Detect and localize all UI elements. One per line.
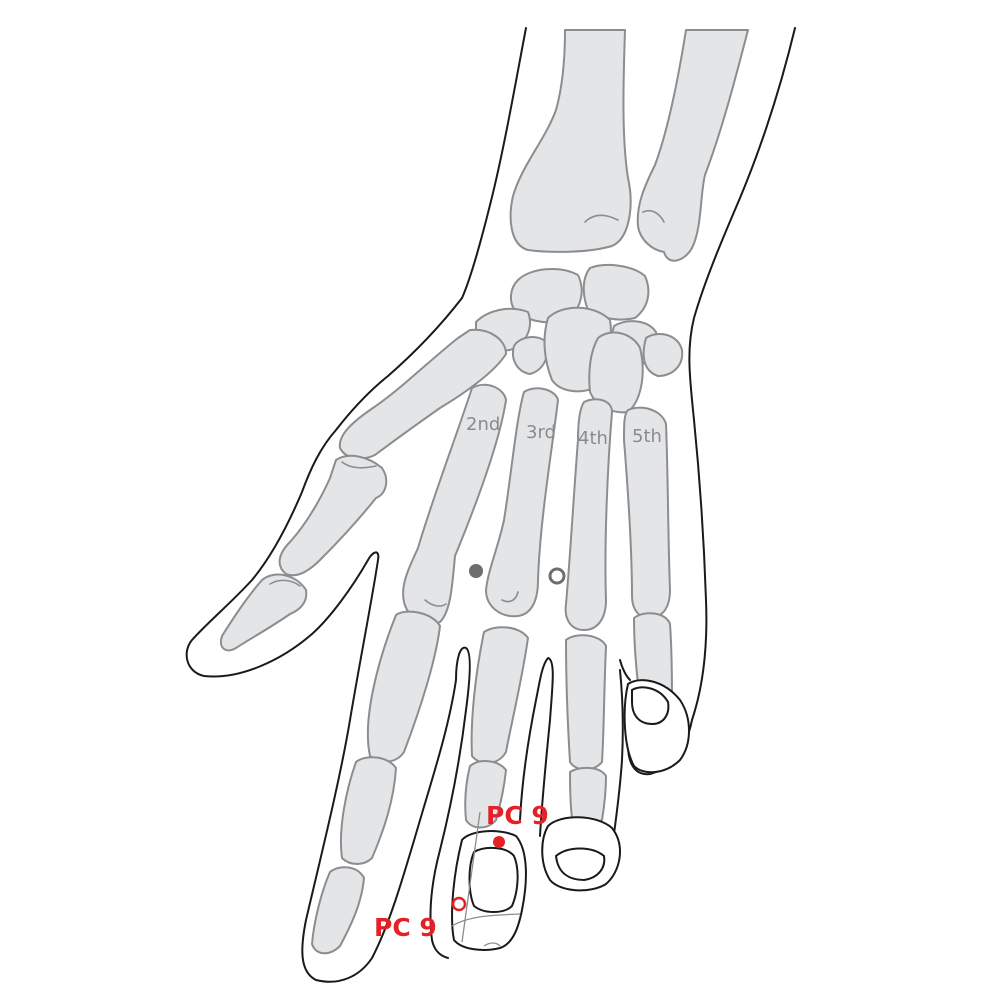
pisiform-bone xyxy=(642,333,684,377)
index-distal-phalanx xyxy=(311,866,365,955)
ring-finger-bones xyxy=(564,398,613,826)
label-3rd-metacarpal: 3rd xyxy=(526,422,556,443)
middle-fingernail xyxy=(468,846,519,913)
label-5th-metacarpal: 5th xyxy=(632,426,662,447)
pc9-label-bottom: PC 9 xyxy=(374,913,437,942)
third-metacarpal xyxy=(485,387,559,618)
lunate-bone xyxy=(582,263,650,321)
radius-bone xyxy=(509,29,632,253)
pc9-point-hollow xyxy=(451,896,467,912)
little-fingernail xyxy=(631,686,670,726)
hand-outline-ring xyxy=(611,669,624,849)
ring-middle-phalanx xyxy=(569,766,607,826)
fingernails xyxy=(451,659,690,951)
pc9-label-top: PC 9 xyxy=(486,801,549,830)
ring-proximal-phalanx xyxy=(565,634,607,771)
label-4th-metacarpal: 4th xyxy=(578,428,608,449)
palm-point-filled xyxy=(469,564,483,578)
middle-middle-phalanx xyxy=(464,760,507,829)
forearm-bones xyxy=(509,29,749,262)
index-middle-phalanx xyxy=(339,756,397,865)
label-2nd-metacarpal: 2nd xyxy=(466,414,500,435)
metacarpal-labels: 2nd 3rd 4th 5th xyxy=(466,414,662,449)
middle-proximal-phalanx xyxy=(470,626,529,764)
palm-point-hollow xyxy=(548,567,566,585)
pc9-points: PC 9 PC 9 xyxy=(374,801,549,942)
trapezoid-bone xyxy=(512,336,549,375)
pc9-point-filled xyxy=(493,836,505,848)
thumb-bones xyxy=(220,328,507,652)
second-metacarpal xyxy=(402,383,507,625)
carpal-bones xyxy=(475,263,684,414)
ring-fingernail xyxy=(554,847,606,882)
forearm-outline-left xyxy=(185,27,527,983)
fourth-metacarpal xyxy=(564,398,613,631)
hand-outline-between-fingers xyxy=(519,657,554,837)
index-proximal-phalanx xyxy=(366,610,441,763)
little-finger-bones xyxy=(623,406,673,710)
ulna-bone xyxy=(636,29,749,262)
thumb-distal-phalanx xyxy=(220,573,308,652)
middle-finger-bones xyxy=(464,387,559,829)
index-finger-bones xyxy=(311,383,507,955)
thumb-proximal-phalanx xyxy=(278,454,388,577)
thumb-metacarpal xyxy=(338,328,507,460)
palm-reference-points xyxy=(469,564,566,585)
